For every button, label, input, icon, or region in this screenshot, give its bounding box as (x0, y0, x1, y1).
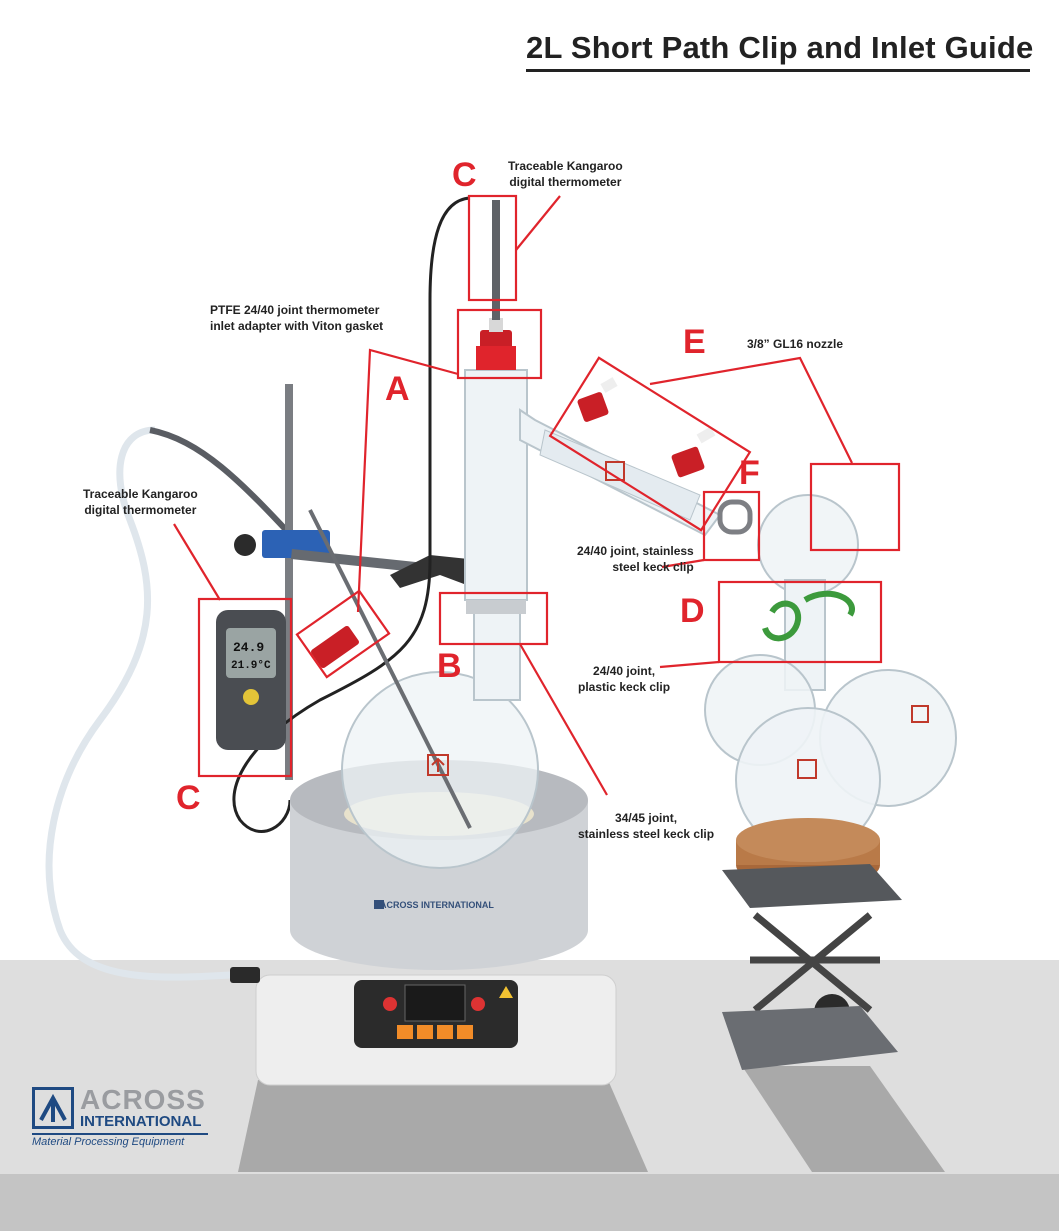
thermometer-screen (226, 628, 276, 678)
mantle-brand-label: ACROSS INTERNATIONAL (380, 900, 494, 910)
callout-box-c-top (467, 194, 518, 302)
side-inlet-cap (311, 625, 359, 669)
callout-letter-d: D (680, 592, 705, 630)
jack-base-plate (722, 1006, 898, 1070)
across-logo-icon (374, 900, 384, 909)
leader-c-top (515, 195, 561, 251)
callout-letter-b: B (437, 647, 462, 685)
title-underline (526, 69, 1030, 72)
callout-box-d (717, 580, 883, 664)
rate-button[interactable] (417, 1025, 433, 1039)
distillation-column (464, 369, 528, 601)
down-button[interactable] (437, 1025, 453, 1039)
set-button[interactable] (397, 1025, 413, 1039)
callout-letter-c-top: C (452, 156, 477, 194)
thermometer-probe-top (492, 200, 500, 320)
note-steel-clip-2440: 24/40 joint, stainless steel keck clip (577, 544, 694, 574)
base-handle (230, 967, 260, 983)
plastic-keck-clip (762, 600, 802, 642)
arrow-up-warning-icon (797, 759, 817, 779)
steel-keck-clip-3445 (466, 600, 526, 614)
across-logo-icon (32, 1087, 74, 1129)
callout-letter-c-left: C (176, 779, 201, 817)
stand-rod (285, 384, 293, 780)
up-button[interactable] (457, 1025, 473, 1039)
probe-cable-left (149, 427, 303, 548)
upper-nozzle-cap (577, 392, 609, 422)
hazard-triangle-icon (499, 986, 513, 998)
callout-box-a (456, 308, 543, 380)
page-title: 2L Short Path Clip and Inlet Guide (526, 30, 1034, 65)
callout-box-b (438, 591, 549, 646)
upper-nozzle (600, 377, 618, 393)
stir-button[interactable] (471, 997, 485, 1011)
logo-line2: INTERNATIONAL (80, 1113, 202, 1130)
leader-c-left (173, 523, 221, 601)
adapter-gasket (489, 318, 503, 332)
callout-box-f (702, 490, 761, 562)
jack-shadow (742, 1066, 945, 1172)
arrow-up-warning-icon (911, 705, 929, 723)
leader-a-upper (356, 348, 459, 613)
thermometer-reading-bottom: 21.9°C (231, 660, 271, 672)
leader-d (659, 660, 720, 669)
note-thermometer-top: Traceable Kangaroo digital thermometer (508, 159, 623, 189)
callout-letter-a: A (385, 370, 410, 408)
steel-keck-clip-2440 (717, 499, 753, 535)
probe-cable-top (232, 196, 471, 833)
logo-rule (32, 1133, 208, 1135)
plastic-keck-clip-2 (803, 590, 855, 617)
note-plastic-clip: 24/40 joint, plastic keck clip (578, 664, 671, 694)
note-ptfe-adapter: PTFE 24/40 joint thermometer inlet adapt… (210, 303, 384, 333)
brand-logo: ACROSS INTERNATIONAL Material Processing… (32, 1084, 222, 1149)
arrow-up-glyph (431, 757, 445, 772)
callout-box-e-detail (809, 462, 901, 552)
lower-nozzle (696, 426, 716, 444)
floor-edge (0, 1174, 1059, 1231)
vacuum-tubing (45, 426, 231, 981)
thermometer-button[interactable] (243, 689, 259, 705)
arrow-up-warning-icon (427, 754, 449, 776)
logo-line1: ACROSS (80, 1084, 206, 1115)
leader-f (661, 558, 705, 569)
note-nozzle: 3/8” GL16 nozzle (747, 337, 844, 351)
callout-box-c-left (197, 597, 293, 778)
power-button-icon[interactable] (383, 997, 397, 1011)
note-thermometer-left: Traceable Kangaroo digital thermometer (83, 487, 198, 517)
jack-top-plate (722, 864, 902, 908)
clamp-knob (234, 534, 256, 556)
jack-scissors (750, 912, 880, 1013)
callout-letter-e: E (683, 323, 706, 361)
mantle-bottom (290, 890, 588, 970)
lower-nozzle-cap (671, 446, 705, 478)
flask-neck (473, 599, 521, 701)
callout-box-a-side (295, 589, 391, 679)
thermometer-adapter (476, 346, 516, 370)
callout-letter-f: F (739, 454, 760, 492)
leader-e (649, 356, 853, 464)
leader-b (519, 643, 608, 796)
thermometer-adapter-cap (480, 330, 512, 350)
callout-lines (173, 194, 901, 796)
mantle-shadow (238, 1080, 648, 1172)
logo-tagline: Material Processing Equipment (32, 1136, 185, 1148)
cork-ring-top (736, 818, 880, 862)
clamp-holder (262, 530, 330, 558)
controller-display (404, 984, 466, 1022)
thermometer-reading-top: 24.9 (233, 640, 264, 655)
condenser-jacket (539, 429, 701, 521)
note-steel-clip-3445: 34/45 joint, stainless steel keck clip (578, 811, 715, 841)
